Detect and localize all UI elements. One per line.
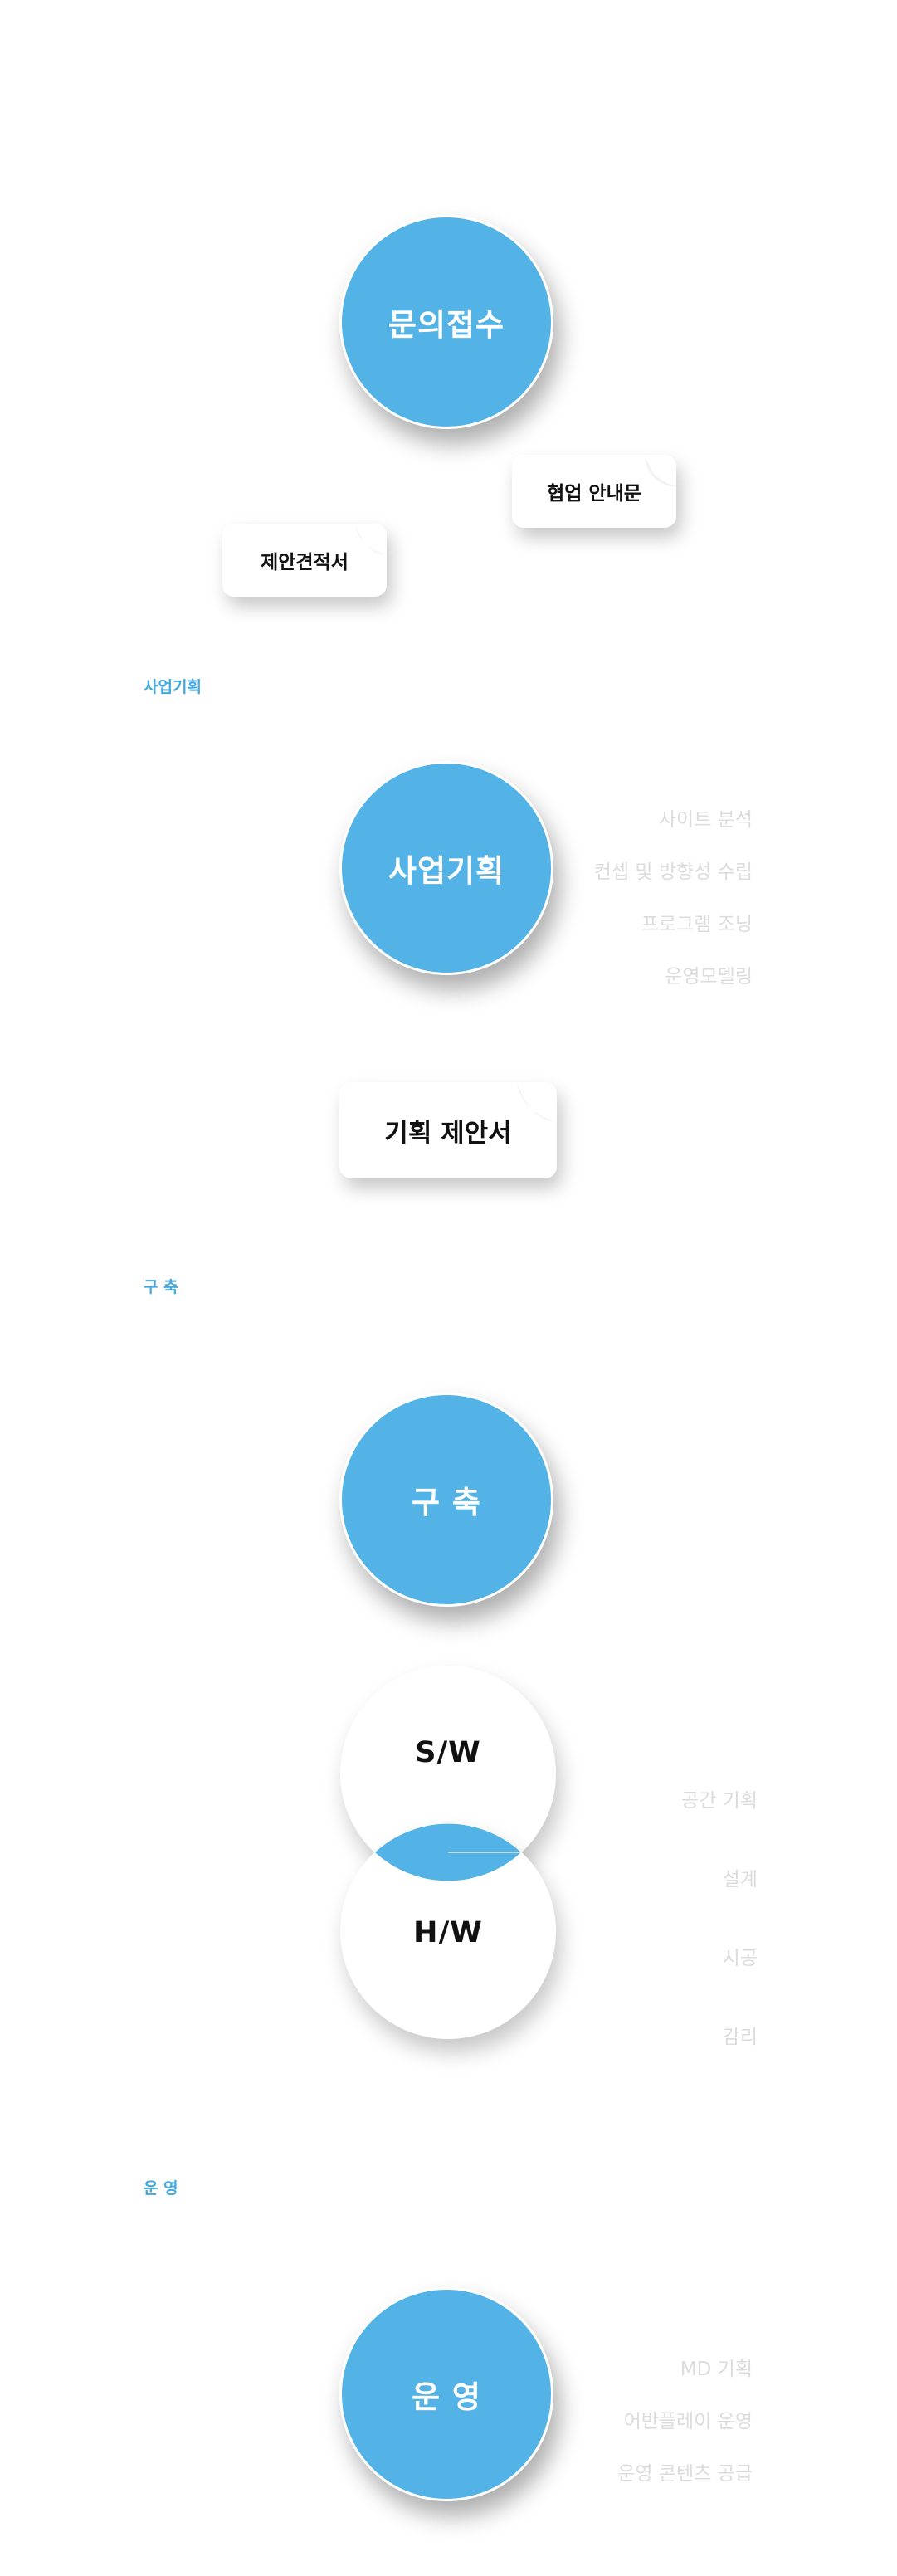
planning-circle: 사업기획	[339, 761, 553, 975]
planning-circle-label: 사업기획	[388, 853, 505, 889]
proposal-quote-doc: 제안견적서	[222, 524, 387, 597]
operation-task-list: MD 기획 어반플레이 운영 운영 콘텐츠 공급	[617, 2353, 753, 2510]
operation-task: MD 기획	[680, 2359, 753, 2380]
proposal-quote-label: 제안견적서	[261, 552, 349, 573]
page-fold-icon	[517, 1082, 557, 1122]
operation-circle: 운 영	[339, 2287, 553, 2501]
planning-task: 운영모델링	[665, 966, 753, 988]
planning-task: 컨셉 및 방향성 수립	[593, 861, 753, 883]
construction-task: 설계	[722, 1869, 758, 1891]
page-fold-icon	[645, 455, 676, 486]
construction-circle-label: 구 축	[412, 1485, 481, 1520]
sw-hw-intersection	[375, 1823, 521, 1881]
inquiry-circle: 문의접수	[339, 215, 553, 429]
page-fold-icon	[355, 524, 387, 555]
planning-task: 프로그램 조닝	[641, 914, 753, 935]
cooperation-guide-label: 협업 안내문	[547, 483, 641, 505]
operation-circle-label: 운 영	[412, 2379, 481, 2415]
section-label-operation: 운 영	[144, 2179, 178, 2198]
construction-task: 공간 기획	[681, 1790, 758, 1812]
construction-task: 감리	[722, 2027, 758, 2048]
software-label: S/W	[415, 1736, 481, 1769]
planning-task: 사이트 분석	[658, 809, 753, 831]
planning-proposal-label: 기획 제안서	[384, 1118, 512, 1149]
construction-circle: 구 축	[339, 1393, 553, 1607]
hardware-circle: H/W	[340, 1823, 556, 2039]
section-label-construction: 구 축	[144, 1278, 178, 1296]
operation-task: 어반플레이 운영	[623, 2411, 753, 2432]
inquiry-circle-label: 문의접수	[388, 307, 505, 343]
cooperation-guide-doc: 협업 안내문	[512, 455, 676, 528]
operation-task: 운영 콘텐츠 공급	[617, 2463, 753, 2485]
construction-task-list: 공간 기획 설계 시공 감리	[681, 1784, 758, 2100]
planning-task-list: 사이트 분석 컨셉 및 방향성 수립 프로그램 조닝 운영모델링	[594, 803, 753, 1012]
construction-task: 시공	[722, 1948, 758, 1969]
planning-proposal-doc: 기획 제안서	[339, 1082, 557, 1178]
hardware-label: H/W	[413, 1916, 483, 1949]
section-label-planning: 사업기획	[144, 678, 202, 696]
